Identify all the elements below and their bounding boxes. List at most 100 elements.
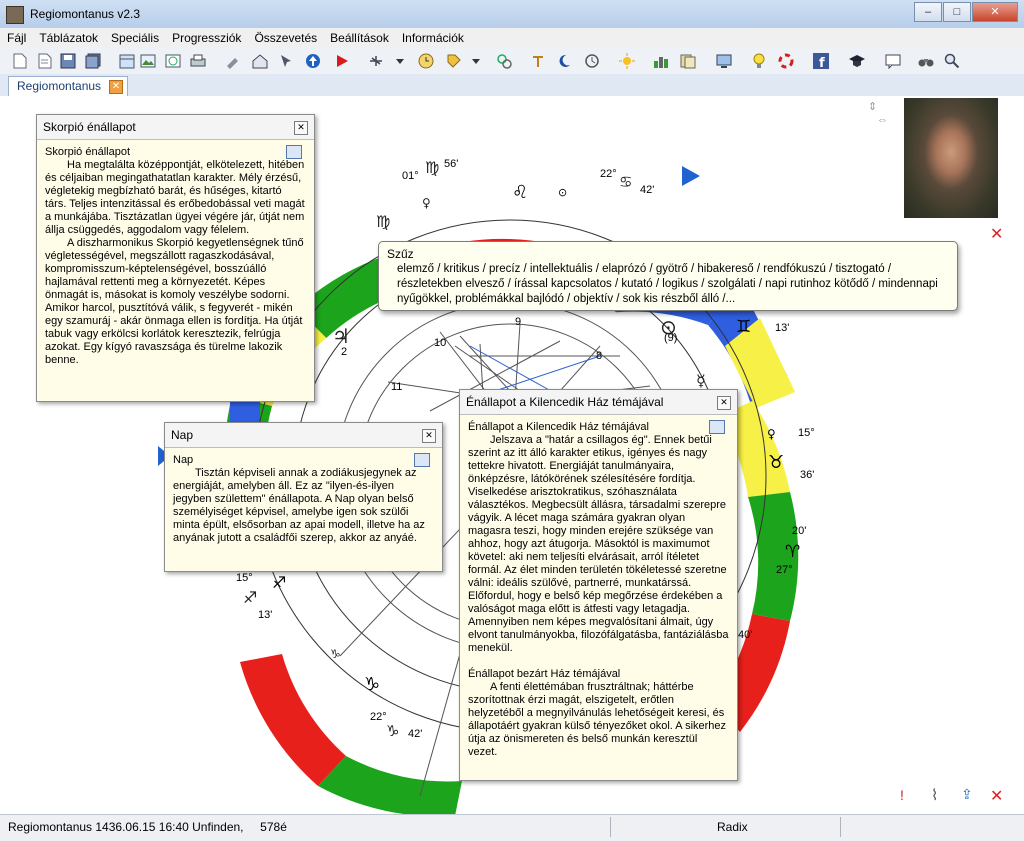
degree-label: 27° — [776, 564, 793, 576]
search-icon[interactable] — [944, 53, 960, 69]
menu-file[interactable]: Fájl — [7, 31, 27, 45]
chart-compare-icon[interactable] — [653, 53, 669, 69]
degree-label: 42' — [640, 184, 655, 196]
facebook-icon[interactable]: f — [813, 53, 829, 69]
svg-text:♌: ♌ — [512, 182, 528, 203]
link-icon[interactable] — [496, 53, 512, 69]
history-icon[interactable] — [584, 53, 600, 69]
svg-text:♑: ♑ — [364, 674, 380, 695]
degree-label: 42' — [408, 728, 423, 740]
title-bar: Regiomontanus v2.3 – □ ✕ — [0, 0, 1024, 29]
menu-progressions[interactable]: Progressziók — [172, 31, 242, 45]
popup-close-icon[interactable]: ✕ — [422, 429, 436, 443]
clock-icon[interactable] — [418, 53, 434, 69]
house-number: 11 — [391, 381, 403, 393]
svg-text:♈: ♈ — [785, 542, 800, 562]
resize-horizontal-icon[interactable]: ⇔ — [877, 114, 888, 126]
jupiter-house-label: 2 — [341, 346, 348, 358]
sun-icon[interactable] — [619, 53, 635, 69]
lightbulb-icon[interactable] — [751, 53, 767, 69]
up-arrow-icon[interactable] — [305, 53, 321, 69]
binoculars-icon[interactable] — [918, 53, 934, 69]
svg-text:♑: ♑ — [330, 647, 341, 661]
copy-icon[interactable] — [709, 420, 725, 434]
svg-text:♀: ♀ — [422, 196, 431, 210]
popup-paragraph: A diszharmonikus Skorpió kegyetlenségnek… — [45, 237, 304, 366]
play-icon[interactable] — [334, 53, 350, 69]
pin-icon[interactable] — [530, 53, 546, 69]
delete-icon[interactable]: ✕ — [990, 788, 1004, 805]
resize-vertical-icon[interactable]: ⇕ — [868, 101, 878, 113]
menu-special[interactable]: Speciális — [111, 31, 160, 45]
copy-icon[interactable] — [286, 145, 302, 159]
svg-text:♍: ♍ — [376, 212, 390, 231]
tag-icon[interactable] — [446, 53, 462, 69]
svg-text:☿: ☿ — [696, 371, 706, 390]
tab-close-icon[interactable]: ✕ — [109, 80, 124, 94]
popup-title: Énállapot a Kilencedik Ház témájával — [460, 390, 737, 415]
close-window-button[interactable]: ✕ — [972, 2, 1018, 22]
dropdown-arrow-icon-2[interactable] — [468, 53, 484, 69]
popup-title: Nap — [165, 423, 442, 448]
home-icon[interactable] — [252, 53, 268, 69]
status-chart-info: Regiomontanus 1436.06.15 16:40 Unfinden,… — [8, 820, 287, 834]
pointer-icon[interactable] — [278, 53, 294, 69]
save-all-icon[interactable] — [85, 53, 101, 69]
svg-text:f: f — [819, 56, 825, 69]
popup-paragraph: A fenti élettémában frusztráltnak; hátté… — [468, 681, 727, 758]
svg-text:♀: ♀ — [767, 427, 776, 441]
print-icon[interactable] — [190, 53, 206, 69]
alert-icon[interactable]: ! — [900, 787, 904, 803]
scorpio-popup: Skorpió énállapot ✕ Skorpió énállapot Ha… — [36, 114, 315, 402]
export-icon[interactable]: ⇪ — [961, 786, 973, 802]
menu-settings[interactable]: Beállítások — [330, 31, 389, 45]
svg-text:♑: ♑ — [386, 722, 399, 740]
menu-info[interactable]: Információk — [401, 31, 464, 45]
author-portrait — [904, 98, 998, 218]
tooltip-text: elemző / kritikus / precíz / intellektuá… — [397, 263, 938, 305]
open-document-icon[interactable] — [37, 53, 53, 69]
menu-synastry[interactable]: Összevetés — [254, 31, 318, 45]
svg-text:♋: ♋ — [619, 173, 632, 191]
tools-icon[interactable] — [225, 53, 241, 69]
lifebuoy-icon[interactable] — [778, 53, 794, 69]
copy-icon[interactable] — [414, 453, 430, 467]
tab-regiomontanus[interactable]: Regiomontanus ✕ — [8, 76, 129, 96]
dropdown-arrow-icon[interactable] — [392, 53, 408, 69]
degree-label: 13' — [258, 609, 273, 621]
window-controls: – □ ✕ — [913, 2, 1018, 22]
svg-text:⊙: ⊙ — [558, 186, 567, 199]
popup-close-icon[interactable]: ✕ — [717, 396, 731, 410]
sun-house-label: (9) — [664, 332, 678, 344]
degree-label: 01° — [402, 170, 419, 182]
window-title: Regiomontanus v2.3 — [30, 7, 141, 21]
maximize-button[interactable]: □ — [943, 2, 971, 22]
calendar-icon[interactable] — [119, 53, 135, 69]
aspect-icon[interactable] — [368, 53, 384, 69]
remove-chart-icon[interactable]: ✕ — [990, 226, 1004, 243]
house-number: 10 — [434, 337, 447, 349]
image-icon[interactable] — [140, 53, 156, 69]
svg-text:♐: ♐ — [272, 573, 286, 592]
new-document-icon[interactable] — [12, 53, 28, 69]
status-chart-type: Radix — [717, 820, 748, 834]
menu-tables[interactable]: Táblázatok — [39, 31, 99, 45]
tooltip-title: Szűz — [387, 247, 414, 261]
graduation-cap-icon[interactable] — [849, 53, 865, 69]
monitor-icon[interactable] — [716, 53, 732, 69]
svg-text:♍: ♍ — [425, 158, 439, 177]
paperclip-icon[interactable]: ⌇ — [931, 787, 939, 804]
speech-bubble-icon[interactable] — [885, 53, 901, 69]
popup-close-icon[interactable]: ✕ — [294, 121, 308, 135]
degree-label: 13' — [775, 322, 790, 334]
save-icon[interactable] — [60, 53, 76, 69]
minimize-button[interactable]: – — [914, 2, 942, 22]
popup-heading-2: Énállapot bezárt Ház témájával — [468, 668, 621, 680]
chart-view-icon[interactable] — [165, 53, 181, 69]
degree-label: 56' — [444, 158, 459, 170]
svg-text:♃: ♃ — [332, 324, 350, 348]
documents-icon[interactable] — [680, 53, 696, 69]
moon-icon[interactable] — [556, 53, 572, 69]
svg-text:⊙: ⊙ — [660, 315, 677, 339]
svg-text:♉: ♉ — [768, 452, 784, 473]
